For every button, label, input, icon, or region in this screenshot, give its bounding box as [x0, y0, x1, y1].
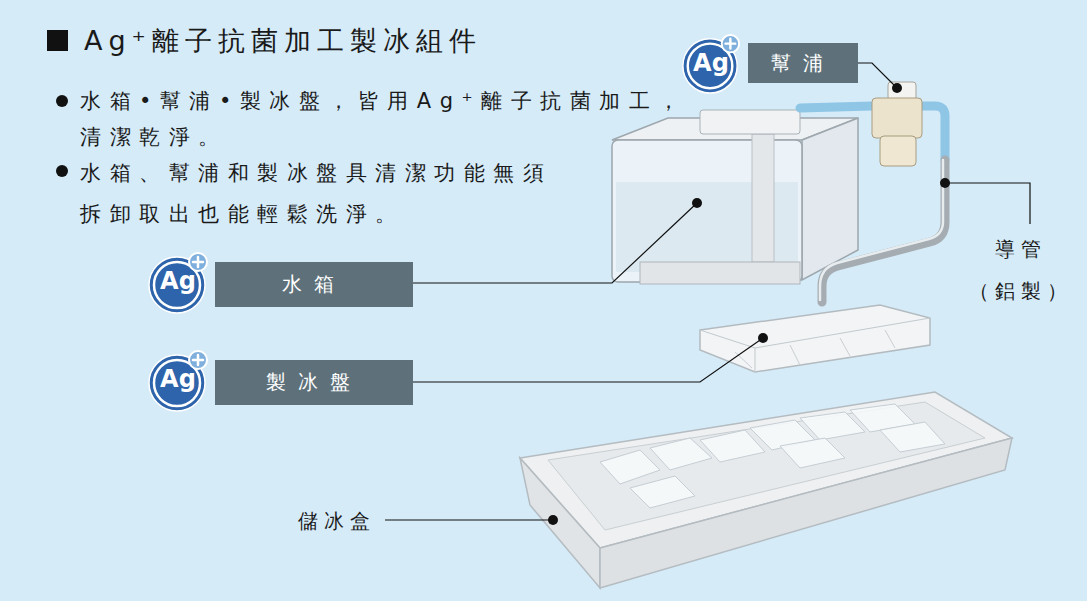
bullet-text: 水箱•幫浦•製冰盤，皆用Ag⁺離子抗菌加工， 清潔乾淨。	[80, 83, 720, 155]
bullet-text: 水箱、幫浦和製冰盤具清潔功能無須 拆卸取出也能輕鬆洗淨。	[80, 153, 575, 235]
leader-line	[413, 203, 697, 283]
pump	[888, 82, 916, 100]
water-tank	[612, 110, 858, 284]
water-tank	[700, 110, 800, 134]
leader-dot	[940, 178, 950, 188]
ice-cube	[700, 430, 765, 462]
tube	[820, 160, 943, 300]
bullet-dot	[56, 95, 68, 177]
title: Ag⁺離子抗菌加工製冰組件	[84, 24, 704, 58]
leader-dot	[758, 333, 768, 343]
leader-dot	[548, 515, 558, 525]
badge-text: Ag	[146, 364, 210, 394]
title-square	[47, 30, 68, 51]
label-box: 水箱	[215, 262, 413, 307]
leader-dot	[892, 83, 902, 93]
pump	[872, 82, 922, 166]
leader-line	[385, 519, 553, 520]
label-text: 幫浦	[771, 50, 835, 77]
ice-tray	[700, 305, 930, 372]
part-label: 儲冰盒	[298, 508, 388, 534]
ice-cube	[600, 404, 945, 508]
plus-symbol	[726, 39, 736, 49]
part-label: 導管 （鋁製）	[965, 228, 1077, 312]
leader-line	[385, 63, 1030, 520]
title-square	[47, 30, 68, 51]
ice-cube	[630, 476, 695, 508]
badge-text: Ag	[680, 48, 742, 78]
ice-cube	[600, 450, 660, 484]
pump	[872, 98, 922, 138]
ag-badge: Ag	[680, 33, 742, 95]
ag-badge: Ag	[146, 251, 210, 315]
tube	[822, 160, 945, 302]
tube	[800, 106, 872, 108]
plus-symbol	[193, 257, 203, 267]
plus-symbol	[193, 355, 203, 365]
leader-dot	[692, 198, 702, 208]
ice-tray	[755, 348, 756, 372]
ice-cube	[880, 422, 945, 452]
label-text: 製冰盤	[266, 369, 362, 396]
tube	[922, 106, 945, 160]
leader-line	[858, 63, 897, 88]
leader-line	[413, 338, 763, 382]
pump	[880, 136, 916, 166]
ag-badge: Ag	[146, 349, 210, 413]
bullet-dot	[56, 165, 68, 177]
storage-box	[520, 392, 1012, 588]
ice-tray	[700, 305, 930, 372]
water-tank	[802, 118, 858, 280]
bullet-dot	[56, 95, 68, 107]
label-box: 幫浦	[748, 43, 858, 83]
ice-tray	[700, 318, 930, 348]
label-text: 水箱	[282, 271, 346, 298]
ice-tray	[735, 330, 895, 368]
leader-line	[945, 183, 1030, 224]
water-tank	[640, 262, 800, 284]
ice-cube	[780, 438, 845, 468]
water-tank	[752, 134, 774, 262]
leader-dot	[548, 83, 950, 525]
storage-box	[548, 402, 985, 530]
badge-text: Ag	[146, 266, 210, 296]
label-box: 製冰盤	[215, 360, 413, 405]
